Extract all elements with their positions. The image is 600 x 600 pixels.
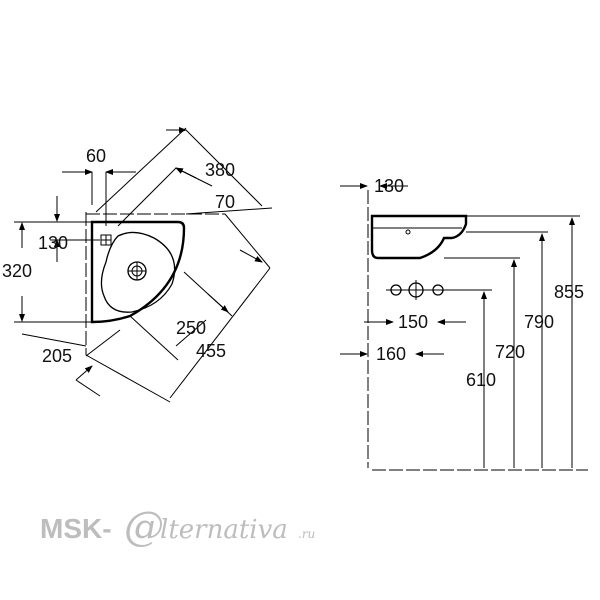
dim-130-side: 130	[374, 176, 404, 196]
basin-bowl	[100, 231, 176, 313]
side-view: 130 150 160 610 720 790 855	[340, 176, 588, 471]
dim-380: 380	[205, 160, 235, 180]
dim-150: 150	[398, 312, 428, 332]
dim-720: 720	[495, 342, 525, 362]
basin-outline	[90, 220, 186, 324]
dim-160: 160	[376, 344, 406, 364]
basin-side-profile	[370, 214, 468, 260]
dim-130-top: 130	[38, 233, 68, 253]
dim-70: 70	[215, 192, 235, 212]
watermark-script: lternativa	[160, 515, 288, 545]
dim-790: 790	[524, 312, 554, 332]
dim-320: 320	[2, 261, 32, 281]
watermark-at: @	[124, 504, 164, 550]
top-view: 60 380 70 130 320 250 455	[2, 127, 273, 403]
dim-205: 205	[42, 346, 72, 366]
dim-610: 610	[466, 370, 496, 390]
dim-250: 250	[176, 318, 206, 338]
dim-455: 455	[196, 341, 226, 361]
watermark-logo: MSK- @ lternativa .ru	[40, 504, 315, 550]
dim-855: 855	[554, 282, 584, 302]
watermark-prefix: MSK-	[40, 513, 112, 544]
dim-60: 60	[86, 146, 106, 166]
watermark-suffix: .ru	[298, 527, 315, 541]
